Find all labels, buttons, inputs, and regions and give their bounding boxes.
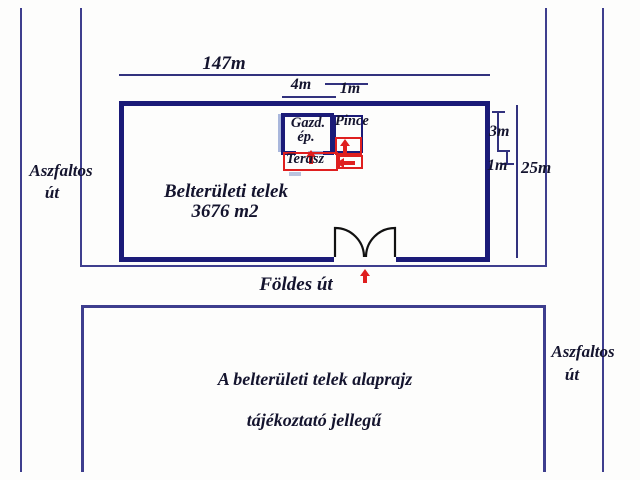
dim-1m-top-line — [325, 83, 368, 85]
dim-1m-right-tick — [501, 163, 514, 165]
dim-1m-right-label: 1m — [487, 157, 508, 174]
lower-parcel-outline — [81, 305, 546, 472]
road-right-inner-line-upper — [545, 8, 547, 267]
dim-147m-label: 147m — [202, 53, 246, 74]
red-arrow-up-pince-icon — [340, 139, 350, 153]
road-right-label-line1: Aszfaltos — [551, 342, 615, 361]
note-line1: A belterületi telek alaprajz — [217, 369, 413, 389]
dim-1m-right-line — [506, 152, 508, 165]
building-pince-label: Pince — [335, 113, 369, 129]
gate-icon — [333, 226, 397, 258]
dim-4m-line — [282, 96, 336, 98]
building-gazd-label-line2: ép. — [297, 129, 315, 145]
dim-3m-tick-top — [492, 111, 505, 113]
dim-3m-label: 3m — [489, 123, 510, 140]
road-bottom-upper-edge — [81, 265, 547, 267]
dim-25m-line — [516, 105, 518, 258]
road-left-label-line2: út — [44, 183, 60, 202]
road-right-outer-line — [602, 8, 604, 472]
building-pince-outline — [334, 115, 363, 153]
dim-4m-label: 4m — [290, 76, 312, 93]
note-line2: tájékoztató jellegű — [246, 410, 382, 430]
gate-opening — [334, 254, 396, 264]
dim-3m-line — [497, 111, 499, 152]
gazd-left-window-strip — [278, 114, 281, 152]
terasz-lower-mark — [289, 172, 301, 176]
plot-outline — [119, 101, 490, 262]
red-arrow-up-terasz-icon — [306, 150, 316, 164]
dim-147m-line — [119, 74, 490, 76]
red-arrow-up-gate-icon — [360, 269, 370, 283]
red-arrow-left-icon — [336, 158, 355, 168]
building-terasz-label: Terasz — [286, 151, 325, 167]
road-bottom-label: Földes út — [259, 274, 333, 295]
dim-1m-top-label: 1m — [339, 80, 361, 97]
road-right-label-line2: út — [564, 365, 580, 384]
building-gazd-label-line1: Gazd. — [290, 115, 326, 131]
dim-3m-tick-bottom — [497, 150, 510, 152]
plot-area-label: 3676 m2 — [191, 201, 259, 222]
road-left-label-line1: Aszfaltos — [29, 161, 93, 180]
dim-25m-label: 25m — [521, 158, 552, 177]
pince-entry-red-outline — [335, 137, 362, 155]
road-left-outer-line — [20, 8, 22, 472]
plot-name-label: Belterületi telek — [163, 181, 289, 202]
road-left-inner-line-upper — [80, 8, 82, 267]
